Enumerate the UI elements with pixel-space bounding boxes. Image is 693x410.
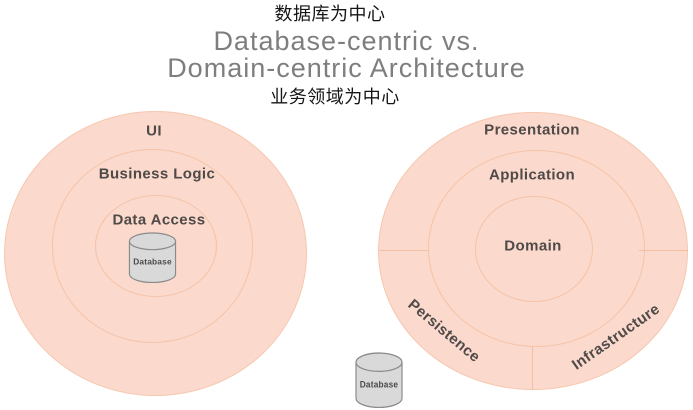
- annotation-database-centric: 数据库为中心: [274, 4, 386, 24]
- sector-divider-right: [639, 250, 688, 251]
- sector-divider-bottom: [532, 346, 533, 390]
- data-access-layer-circle: [95, 195, 217, 297]
- page-title: Database-centric vs. Domain-centric Arch…: [0, 28, 693, 82]
- title-line-1: Database-centric vs.: [213, 26, 480, 56]
- domain-layer-circle: [475, 196, 593, 302]
- title-line-2: Domain-centric Architecture: [167, 53, 526, 83]
- application-layer-label: Application: [488, 166, 576, 184]
- sector-divider-left: [379, 250, 428, 251]
- business-logic-layer-label: Business Logic: [98, 165, 216, 183]
- business-logic-layer-circle: [52, 149, 253, 343]
- ui-layer-label: UI: [146, 122, 162, 140]
- annotation-domain-centric: 业务领域为中心: [270, 87, 400, 107]
- external-database-icon: Database: [355, 352, 403, 408]
- database-icon: Database: [128, 232, 177, 283]
- external-database-icon-label: Database: [360, 379, 399, 389]
- data-access-layer-label: Data Access: [112, 211, 206, 229]
- application-layer-circle: [428, 150, 645, 347]
- database-icon-label: Database: [133, 256, 172, 266]
- domain-layer-label: Domain: [504, 237, 562, 255]
- presentation-layer-label: Presentation: [484, 121, 580, 139]
